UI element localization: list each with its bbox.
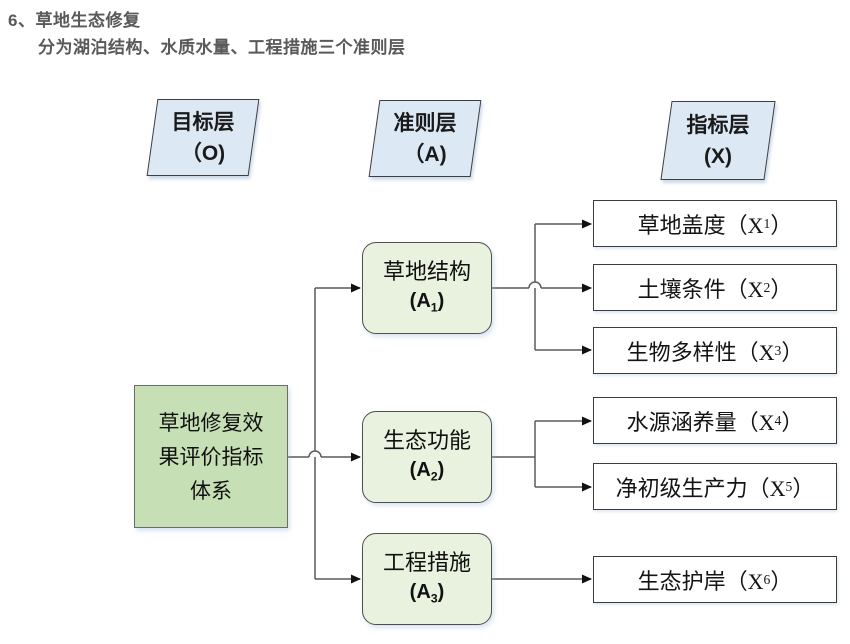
criterion-a3-code: (A3) bbox=[409, 580, 445, 606]
goal-line1: 草地修复效 bbox=[158, 410, 264, 435]
layer-header-goal: 目标层 （O) bbox=[146, 99, 260, 176]
criterion-a3-name: 工程措施 bbox=[382, 549, 471, 575]
criterion-a2-subscript: 2 bbox=[430, 469, 438, 484]
layer-goal-name: 目标层 bbox=[171, 110, 235, 134]
criterion-box-a1: 草地结构 (A1) bbox=[362, 242, 492, 334]
criterion-a2-name: 生态功能 bbox=[382, 427, 471, 453]
criterion-box-a3: 工程措施 (A3) bbox=[362, 533, 492, 625]
section-title: 6、草地生态修复 bbox=[8, 11, 141, 30]
layer-indicator-code: (X) bbox=[704, 144, 732, 168]
criterion-a3-subscript: 3 bbox=[430, 591, 438, 606]
indicator-x3-subscript: 3 bbox=[774, 342, 782, 358]
indicator-x4-subscript: 4 bbox=[774, 412, 782, 428]
goal-line2: 果评价指标 bbox=[158, 444, 264, 469]
layer-indicator-name: 指标层 bbox=[686, 113, 750, 137]
layer-header-criteria: 准则层 （A) bbox=[368, 100, 482, 177]
goal-box: 草地修复效 果评价指标 体系 bbox=[134, 385, 288, 528]
criterion-a1-code: (A1) bbox=[409, 289, 445, 315]
section-subtitle: 分为湖泊结构、水质水量、工程措施三个准则层 bbox=[38, 38, 406, 57]
criterion-box-a2: 生态功能 (A2) bbox=[362, 411, 492, 503]
indicator-x5-subscript: 5 bbox=[785, 478, 793, 494]
indicator-x6-subscript: 6 bbox=[763, 571, 771, 587]
criterion-a2-code: (A2) bbox=[409, 458, 445, 484]
indicator-x1-subscript: 1 bbox=[763, 215, 771, 231]
layer-criteria-name: 准则层 bbox=[393, 111, 457, 135]
goal-line3: 体系 bbox=[190, 478, 232, 503]
layer-goal-code: （O) bbox=[180, 141, 226, 165]
layer-header-indicator: 指标层 (X) bbox=[660, 101, 776, 180]
criterion-a1-name: 草地结构 bbox=[382, 258, 471, 284]
layer-criteria-code: （A) bbox=[403, 142, 447, 166]
indicator-x2-subscript: 2 bbox=[763, 279, 771, 295]
criterion-a1-subscript: 1 bbox=[430, 300, 438, 315]
